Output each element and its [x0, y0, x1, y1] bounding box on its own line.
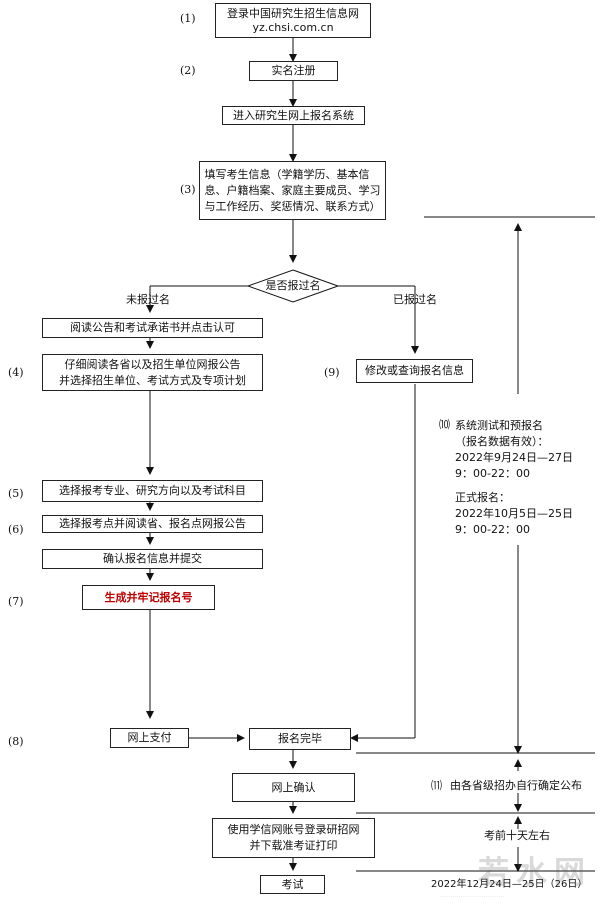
step-label-9: (9)	[324, 366, 340, 379]
step-label-8: (8)	[8, 735, 24, 748]
step-label-10: ⑽	[439, 418, 450, 431]
unit-notice-and-selection-box: 仔细阅读各省以及招生单位网报公告 并选择招生单位、考试方式及专项计划	[42, 354, 263, 391]
enter-registration-system-box: 进入研究生网上报名系统	[222, 106, 365, 125]
select-exam-site-box: 选择报考点并阅读省、报名点网报公告	[42, 515, 263, 533]
provincial-schedule-note: 由各省级招办自行确定公布	[450, 779, 582, 792]
exam-date-note: 2022年12月24日—25日（26日）	[431, 879, 588, 890]
schedule-note-formal-registration: 正式报名： 2022年10月5日—25日 9：00-22：00	[455, 491, 573, 536]
step-label-6: (6)	[8, 523, 24, 536]
online-payment-box: 网上支付	[110, 728, 189, 748]
step-label-5: (5)	[8, 487, 24, 500]
download-admission-ticket-box: 使用学信网账号登录研招网 并下载准考证打印	[212, 818, 375, 858]
step-label-2: (2)	[180, 64, 196, 77]
step-label-7: (7)	[8, 595, 24, 608]
step-label-3: (3)	[180, 183, 196, 196]
branch-not-registered-label: 未报过名	[126, 293, 170, 306]
confirm-submit-box: 确认报名信息并提交	[42, 549, 263, 569]
online-confirmation-box: 网上确认	[232, 773, 355, 802]
read-notice-and-promise-box: 阅读公告和考试承诺书并点击认可	[42, 318, 263, 338]
site-watermark-logo: 若水网	[478, 855, 592, 891]
branch-registered-label: 已报过名	[393, 293, 437, 306]
step-label-11: ⑾	[431, 779, 442, 792]
fill-candidate-info-box: 填写考生信息（学籍学历、基本信 息、户籍档案、家庭主要成员、学习 与工作经历、奖…	[199, 161, 386, 220]
select-major-box: 选择报考专业、研究方向以及考试科目	[42, 480, 263, 502]
registration-complete-box: 报名完毕	[249, 728, 351, 750]
ten-days-before-note: 考前十天左右	[484, 829, 550, 842]
exam-box: 考试	[260, 875, 325, 894]
step-label-4: (4)	[8, 366, 24, 379]
step-label-1: (1)	[180, 12, 196, 25]
generate-registration-number-box: 生成并牢记报名号	[82, 585, 215, 610]
decision-diamond	[246, 269, 340, 303]
modify-or-query-box: 修改或查询报名信息	[356, 359, 473, 383]
faint-watermark-text: ·······························	[440, 894, 505, 900]
login-website-box: 登录中国研究生招生信息网 yz.chsi.com.cn	[215, 3, 371, 38]
schedule-note-test-registration: 系统测试和预报名 （报名数据有效）： 2022年9月24日—27日 9：00-2…	[455, 419, 573, 480]
real-name-registration-box: 实名注册	[249, 61, 338, 81]
